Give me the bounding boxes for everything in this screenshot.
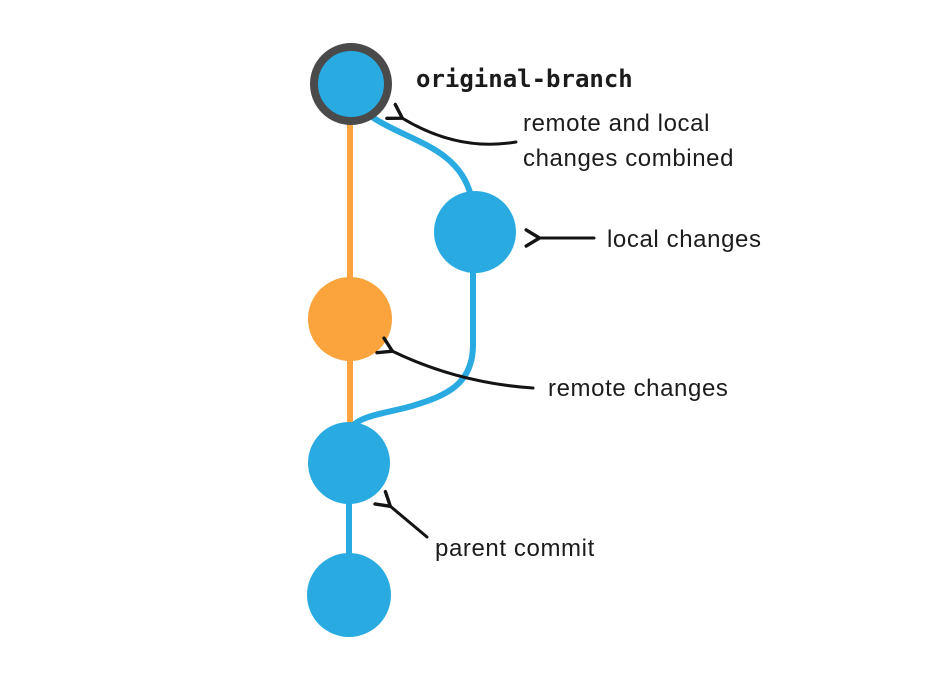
parent-annotation-arrow [390, 506, 429, 539]
parent-commit-label: parent commit [435, 535, 595, 562]
commit-node-parent [308, 422, 390, 504]
combined-annotation-arrow [402, 118, 518, 146]
commit-node-merged-head [310, 43, 392, 125]
local-changes-label: local changes [607, 226, 762, 253]
commit-node-root [307, 553, 391, 637]
commit-node-remote-changes [308, 277, 392, 361]
commit-node-local-changes [434, 191, 516, 273]
remote-changes-label: remote changes [548, 375, 729, 402]
feature-branch-curve [348, 95, 476, 431]
remote-annotation-arrow [392, 351, 535, 390]
combined-annotation-line2: changes combined [523, 145, 734, 172]
combined-annotation-line1: remote and local [523, 110, 710, 137]
branch-name-label: original-branch [416, 65, 633, 93]
